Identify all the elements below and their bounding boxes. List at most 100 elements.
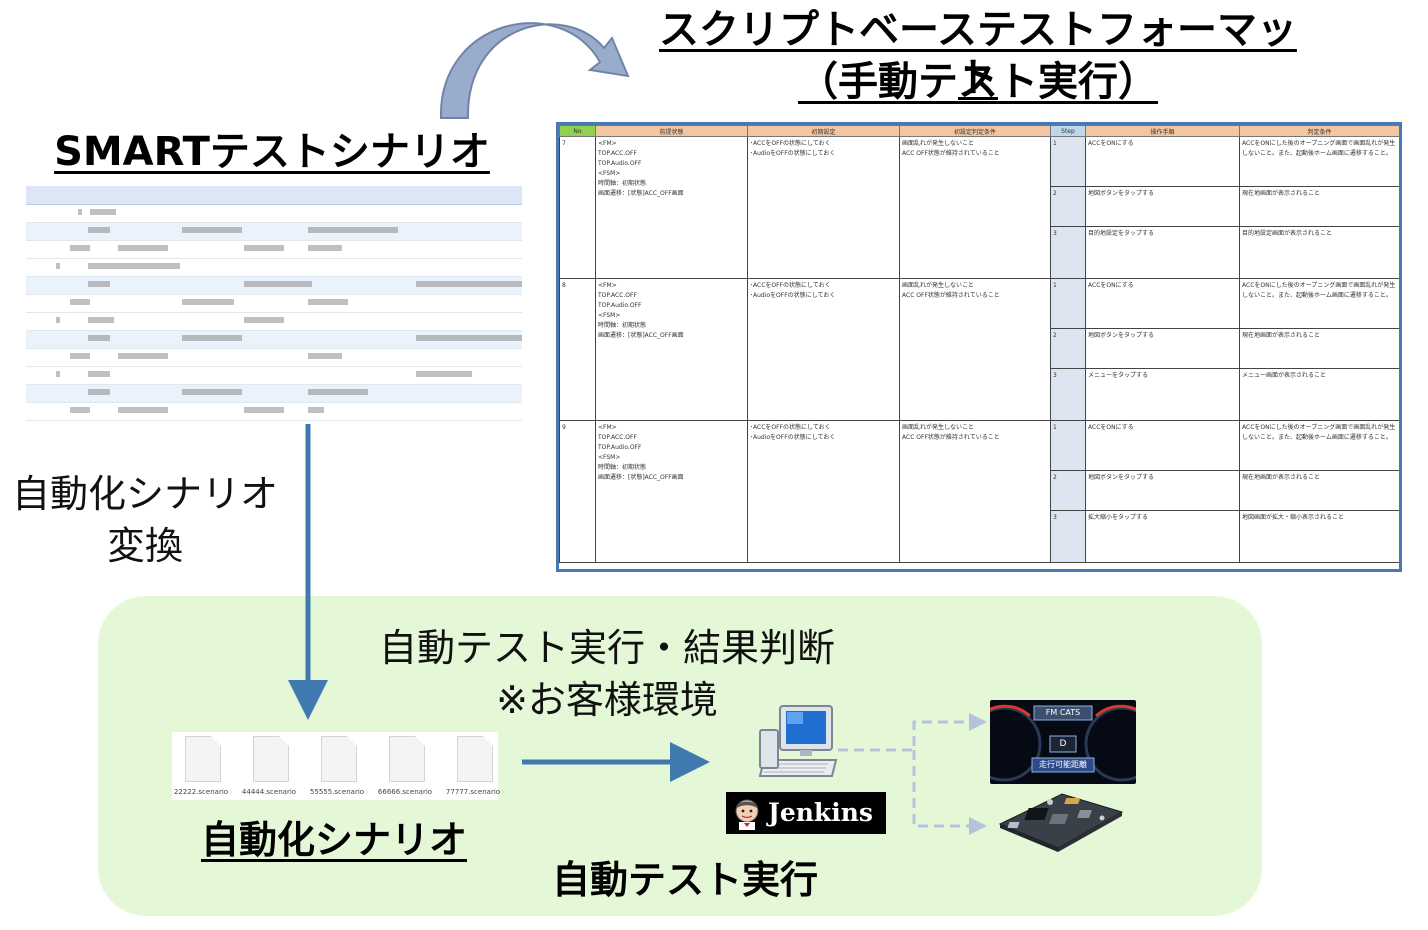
- operation-cell: 地図ボタンをタップする: [1085, 186, 1240, 227]
- smart-sheet-cell: [308, 227, 398, 233]
- operation-cell: ACCをONにする: [1085, 136, 1240, 187]
- smart-sheet-cell: [78, 209, 82, 215]
- auto-exec-judge-label: 自動テスト実行・結果判断 ※お客様環境: [352, 622, 862, 726]
- smart-sheet-cell: [182, 335, 242, 341]
- scenario-file-name: 22222.scenario: [173, 788, 229, 796]
- operation-cell: 地図ボタンをタップする: [1085, 328, 1240, 369]
- initial-check-cell: 画面乱れが発生しないこと ACC OFF状態が維持されていること: [899, 420, 1051, 563]
- table-header-row: No 前提状態 初期設定 初設定判定条件 Step 操作手順 判定条件: [559, 125, 1399, 137]
- scenario-file-name: 55555.scenario: [309, 788, 365, 796]
- auto-exec-judge-line1: 自動テスト実行・結果判断: [378, 626, 835, 670]
- block-no-cell: 8: [559, 278, 596, 421]
- scenario-file: 66666.scenario: [372, 736, 438, 798]
- file-icon: [457, 736, 493, 782]
- smart-sheet-cell: [308, 299, 348, 305]
- smart-sheet-cell: [88, 227, 110, 233]
- step-number-cell: 2: [1050, 186, 1086, 227]
- dashboard-gauges: [990, 704, 1136, 782]
- smart-sheet-header: [26, 186, 522, 205]
- block-no-cell: 9: [559, 420, 596, 563]
- smart-sheet-cell: [308, 245, 342, 251]
- smart-sheet-row: [26, 367, 522, 385]
- initial-setting-cell: ･ACCをOFFの状態にしておく ･AudioをOFFの状態にしておく: [747, 420, 900, 563]
- step-number-cell: 3: [1050, 510, 1086, 563]
- smart-sheet-cell: [182, 299, 234, 305]
- circuit-board-image: [998, 793, 1124, 852]
- smart-sheet-row: [26, 385, 522, 403]
- auto-test-exec-title: 自動テスト実行: [551, 858, 818, 902]
- to-board-dashed-arrow: [912, 750, 987, 835]
- file-icon: [185, 736, 221, 782]
- auto-scenario-title: 自動化シナリオ: [200, 818, 467, 862]
- header-operation: 操作手順: [1085, 125, 1240, 137]
- smart-sheet-cell: [70, 353, 90, 359]
- step-number-cell: 1: [1050, 420, 1086, 471]
- precondition-cell: <FM> TOP.ACC.OFF TOP.Audio.OFF <FSM> 時間軸…: [595, 278, 748, 421]
- smart-sheet-cell: [70, 245, 90, 251]
- smart-sheet-cell: [56, 263, 60, 269]
- table-row: 7<FM> TOP.ACC.OFF TOP.Audio.OFF <FSM> 時間…: [559, 136, 1399, 279]
- operation-cell: ACCをONにする: [1085, 278, 1240, 329]
- script-format-table: No 前提状態 初期設定 初設定判定条件 Step 操作手順 判定条件 7<FM…: [559, 125, 1399, 563]
- check-condition-cell: ACCをONにした後のオープニング画面で画面乱れが発生しないこと。また、起動後ホ…: [1239, 136, 1399, 187]
- check-condition-cell: メニュー画面が表示されること: [1239, 368, 1399, 421]
- check-condition-cell: ACCをONにした後のオープニング画面で画面乱れが発生しないこと。また、起動後ホ…: [1239, 278, 1399, 329]
- smart-sheet-cell: [118, 353, 168, 359]
- operation-cell: 目的地設定をタップする: [1085, 226, 1240, 279]
- curved-arrow-icon: [439, 22, 630, 119]
- step-number-cell: 1: [1050, 278, 1086, 329]
- smart-sheet-cell: [416, 371, 472, 377]
- check-condition-cell: 現在地画面が表示されること: [1239, 328, 1399, 369]
- smart-sheet-row: [26, 403, 522, 421]
- to-dashboard-dashed-arrow: [838, 713, 987, 752]
- smart-sheet-row: [26, 295, 522, 313]
- smart-sheet-cell: [70, 407, 90, 413]
- smart-sheet-cell: [308, 389, 368, 395]
- scenario-file: 55555.scenario: [304, 736, 370, 798]
- operation-cell: 拡大縮小をタップする: [1085, 510, 1240, 563]
- precondition-cell: <FM> TOP.ACC.OFF TOP.Audio.OFF <FSM> 時間軸…: [595, 420, 748, 563]
- precondition-cell: <FM> TOP.ACC.OFF TOP.Audio.OFF <FSM> 時間軸…: [595, 136, 748, 279]
- dashboard-gear: D: [1059, 739, 1067, 749]
- table-row: 8<FM> TOP.ACC.OFF TOP.Audio.OFF <FSM> 時間…: [559, 278, 1399, 421]
- scenario-file-name: 66666.scenario: [377, 788, 433, 796]
- script-format-subtitle: （手動テスト実行）: [798, 59, 1158, 105]
- smart-sheet-cell: [308, 353, 342, 359]
- scenario-file: 77777.scenario: [440, 736, 506, 798]
- operation-cell: 地図ボタンをタップする: [1085, 470, 1240, 511]
- smart-sheet-row: [26, 277, 522, 295]
- auto-exec-judge-line2: ※お客様環境: [496, 678, 718, 722]
- script-format-sheet: No 前提状態 初期設定 初設定判定条件 Step 操作手順 判定条件 7<FM…: [556, 122, 1402, 572]
- smart-sheet-cell: [88, 281, 110, 287]
- header-initial-check: 初設定判定条件: [899, 125, 1051, 137]
- dashboard-bottom-label: 走行可能距離: [1039, 760, 1087, 769]
- smart-sheet-cell: [244, 407, 284, 413]
- auto-convert-line1: 自動化シナリオ: [11, 472, 278, 516]
- smart-sheet-row: [26, 349, 522, 367]
- header-precondition: 前提状態: [595, 125, 748, 137]
- dashboard-top-label: FM CATS: [1045, 708, 1081, 717]
- scenario-file: 44444.scenario: [236, 736, 302, 798]
- table-body: 7<FM> TOP.ACC.OFF TOP.Audio.OFF <FSM> 時間…: [559, 136, 1399, 563]
- file-icon: [253, 736, 289, 782]
- smart-sheet-cell: [88, 263, 180, 269]
- operation-cell: メニューをタップする: [1085, 368, 1240, 421]
- smart-sheet-row: [26, 241, 522, 259]
- smart-sheet-cell: [90, 209, 116, 215]
- block-no-cell: 7: [559, 136, 596, 279]
- step-number-cell: 1: [1050, 136, 1086, 187]
- computer-icon: [758, 705, 838, 777]
- smart-sheet-cell: [118, 407, 168, 413]
- table-row: 9<FM> TOP.ACC.OFF TOP.Audio.OFF <FSM> 時間…: [559, 420, 1399, 563]
- smart-sheet-cell: [416, 281, 522, 287]
- smart-sheet-row: [26, 259, 522, 277]
- smart-sheet-cell: [88, 317, 114, 323]
- car-dashboard-image: FM CATS D 走行可能距離: [990, 700, 1136, 784]
- scenario-file-list: 22222.scenario 44444.scenario 55555.scenar…: [172, 732, 500, 800]
- header-check: 判定条件: [1239, 125, 1399, 137]
- check-condition-cell: ACCをONにした後のオープニング画面で画面乱れが発生しないこと。また、起動後ホ…: [1239, 420, 1399, 471]
- header-initial: 初期設定: [747, 125, 900, 137]
